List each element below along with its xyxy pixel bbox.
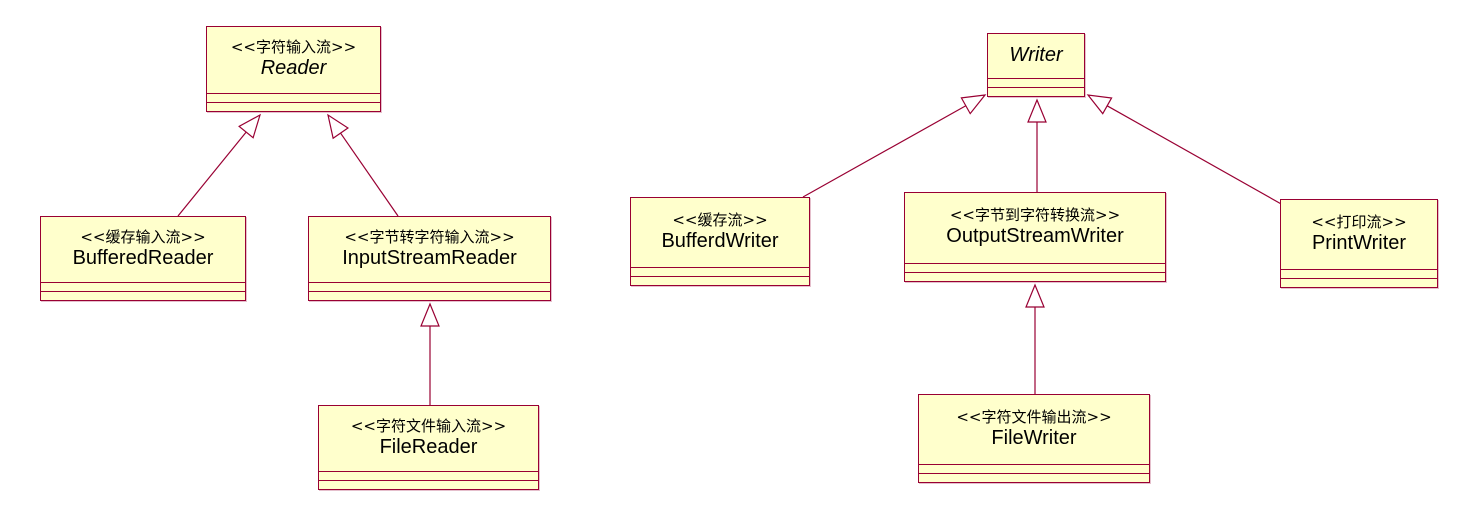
class-box[interactable]: <<缓存流>> BufferdWriter bbox=[630, 197, 810, 286]
hollow-triangle-arrowhead-icon bbox=[1027, 98, 1047, 123]
class-stereotype: <<字节转字符输入流>> bbox=[344, 227, 515, 246]
class-stereotype: <<打印流>> bbox=[1311, 212, 1407, 231]
generalization-edge bbox=[802, 94, 987, 198]
class-name: BufferdWriter bbox=[661, 229, 779, 252]
class-header: <<字节转字符输入流>> InputStreamReader bbox=[309, 217, 550, 282]
class-header: <<字符文件输出流>> FileWriter bbox=[919, 395, 1149, 464]
generalization-edge bbox=[420, 302, 440, 405]
attributes-compartment bbox=[631, 267, 809, 276]
class-name: FileReader bbox=[379, 435, 478, 458]
class-box[interactable]: <<字节转字符输入流>> InputStreamReader bbox=[308, 216, 551, 301]
class-box[interactable]: Writer bbox=[987, 33, 1085, 97]
class-name: Reader bbox=[260, 57, 327, 80]
class-header: <<打印流>> PrintWriter bbox=[1281, 200, 1437, 269]
generalization-edge bbox=[327, 113, 399, 217]
class-box[interactable]: <<字符输入流>> Reader bbox=[206, 26, 381, 112]
hollow-triangle-arrowhead-icon bbox=[238, 113, 261, 139]
class-stereotype: <<缓存流>> bbox=[672, 210, 768, 229]
class-box[interactable]: <<打印流>> PrintWriter bbox=[1280, 199, 1438, 288]
class-header: <<缓存输入流>> BufferedReader bbox=[41, 217, 245, 282]
generalization-edge bbox=[1027, 98, 1047, 192]
class-box[interactable]: <<字符文件输入流>> FileReader bbox=[318, 405, 539, 490]
class-name: FileWriter bbox=[991, 426, 1077, 449]
operations-compartment bbox=[319, 480, 538, 489]
class-name: InputStreamReader bbox=[342, 246, 517, 269]
class-stereotype: <<字符输入流>> bbox=[230, 38, 357, 57]
class-stereotype: <<缓存输入流>> bbox=[80, 227, 206, 246]
attributes-compartment bbox=[1281, 269, 1437, 278]
generalization-line bbox=[340, 132, 399, 217]
attributes-compartment bbox=[905, 263, 1165, 272]
hollow-triangle-arrowhead-icon bbox=[327, 113, 350, 140]
operations-compartment bbox=[919, 473, 1149, 482]
class-header: <<字符输入流>> Reader bbox=[207, 27, 380, 93]
class-box[interactable]: <<缓存输入流>> BufferedReader bbox=[40, 216, 246, 301]
class-stereotype: <<字符文件输入流>> bbox=[350, 416, 507, 435]
class-box[interactable]: <<字节到字符转换流>> OutputStreamWriter bbox=[904, 192, 1166, 282]
class-name: Writer bbox=[1009, 44, 1063, 67]
operations-compartment bbox=[988, 87, 1084, 96]
class-stereotype: <<字节到字符转换流>> bbox=[949, 206, 1121, 225]
generalization-line bbox=[177, 131, 247, 217]
generalization-edge bbox=[177, 113, 261, 217]
attributes-compartment bbox=[309, 282, 550, 291]
class-header: <<缓存流>> BufferdWriter bbox=[631, 198, 809, 267]
attributes-compartment bbox=[207, 93, 380, 102]
attributes-compartment bbox=[319, 471, 538, 480]
class-name: OutputStreamWriter bbox=[946, 225, 1124, 248]
class-stereotype: <<字符文件输出流>> bbox=[956, 407, 1112, 426]
operations-compartment bbox=[1281, 278, 1437, 287]
generalization-edge bbox=[1025, 283, 1045, 394]
operations-compartment bbox=[207, 102, 380, 111]
generalization-line bbox=[1106, 105, 1284, 206]
operations-compartment bbox=[309, 291, 550, 300]
hollow-triangle-arrowhead-icon bbox=[1086, 94, 1113, 115]
operations-compartment bbox=[631, 276, 809, 285]
operations-compartment bbox=[905, 272, 1165, 281]
hollow-triangle-arrowhead-icon bbox=[420, 302, 440, 327]
attributes-compartment bbox=[988, 78, 1084, 87]
class-box[interactable]: <<字符文件输出流>> FileWriter bbox=[918, 394, 1150, 483]
class-header: Writer bbox=[988, 34, 1084, 78]
generalization-edge bbox=[1086, 94, 1284, 206]
generalization-line bbox=[802, 105, 967, 198]
class-name: BufferedReader bbox=[72, 246, 214, 269]
class-name: PrintWriter bbox=[1311, 231, 1407, 254]
class-header: <<字节到字符转换流>> OutputStreamWriter bbox=[905, 193, 1165, 263]
hollow-triangle-arrowhead-icon bbox=[1025, 283, 1045, 308]
operations-compartment bbox=[41, 291, 245, 300]
hollow-triangle-arrowhead-icon bbox=[960, 94, 987, 115]
attributes-compartment bbox=[919, 464, 1149, 473]
class-header: <<字符文件输入流>> FileReader bbox=[319, 406, 538, 471]
attributes-compartment bbox=[41, 282, 245, 291]
